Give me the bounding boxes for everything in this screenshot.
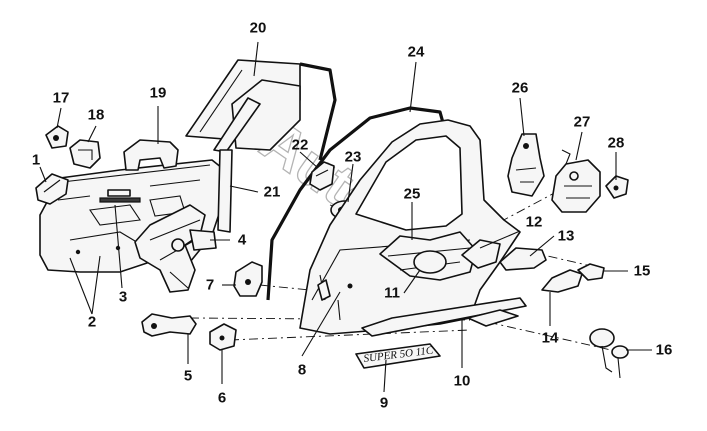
callout-2: 2 xyxy=(87,313,97,331)
door-check-bracket xyxy=(209,323,237,351)
door-lock-mechanism xyxy=(507,133,545,197)
callout-6: 6 xyxy=(217,389,227,407)
lock-knob xyxy=(45,125,69,149)
handle-escutcheon xyxy=(69,139,101,169)
callout-12: 12 xyxy=(525,213,543,231)
callout-27: 27 xyxy=(573,113,591,131)
door-striker xyxy=(605,175,629,199)
callout-23: 23 xyxy=(344,148,362,166)
callout-19: 19 xyxy=(149,84,167,102)
leader-lines xyxy=(39,41,652,393)
callout-1: 1 xyxy=(31,151,41,169)
callout-7: 7 xyxy=(205,276,215,294)
lower-trim-strips: SUPER 5O 11C xyxy=(355,297,527,369)
callout-4: 4 xyxy=(237,231,247,249)
callout-28: 28 xyxy=(607,134,625,152)
callout-24: 24 xyxy=(407,43,425,61)
inner-regulator xyxy=(379,231,477,281)
callout-11: 11 xyxy=(384,284,400,302)
callout-16: 16 xyxy=(655,341,673,359)
outer-handle-bracket xyxy=(461,239,501,269)
callout-13: 13 xyxy=(557,227,575,245)
callout-9: 9 xyxy=(379,394,389,412)
door-hinge xyxy=(141,313,197,337)
callout-10: 10 xyxy=(453,372,471,390)
callout-25: 25 xyxy=(403,185,421,203)
lock-cylinder xyxy=(589,328,629,379)
window-regulator xyxy=(134,204,217,293)
vent-latch xyxy=(309,161,335,191)
vent-window-frame xyxy=(213,97,261,233)
callout-17: 17 xyxy=(52,89,70,107)
callout-20: 20 xyxy=(249,19,267,37)
callout-21: 21 xyxy=(263,183,281,201)
door-latch xyxy=(551,149,601,213)
armrest-strip xyxy=(99,189,141,203)
window-glass xyxy=(185,59,301,151)
callout-18: 18 xyxy=(87,106,105,124)
callout-14: 14 xyxy=(541,329,559,347)
callout-26: 26 xyxy=(511,79,529,97)
callout-22: 22 xyxy=(291,136,309,154)
callout-8: 8 xyxy=(297,361,307,379)
handle-cap xyxy=(577,263,605,281)
outer-handle xyxy=(499,247,547,271)
handle-lever xyxy=(541,269,583,293)
latch-bracket xyxy=(233,261,263,297)
callout-15: 15 xyxy=(633,262,651,280)
door-pull-handle xyxy=(35,173,69,205)
door-shell xyxy=(299,119,521,335)
callout-5: 5 xyxy=(183,367,193,385)
callout-3: 3 xyxy=(118,288,128,306)
grab-handle xyxy=(123,139,179,171)
